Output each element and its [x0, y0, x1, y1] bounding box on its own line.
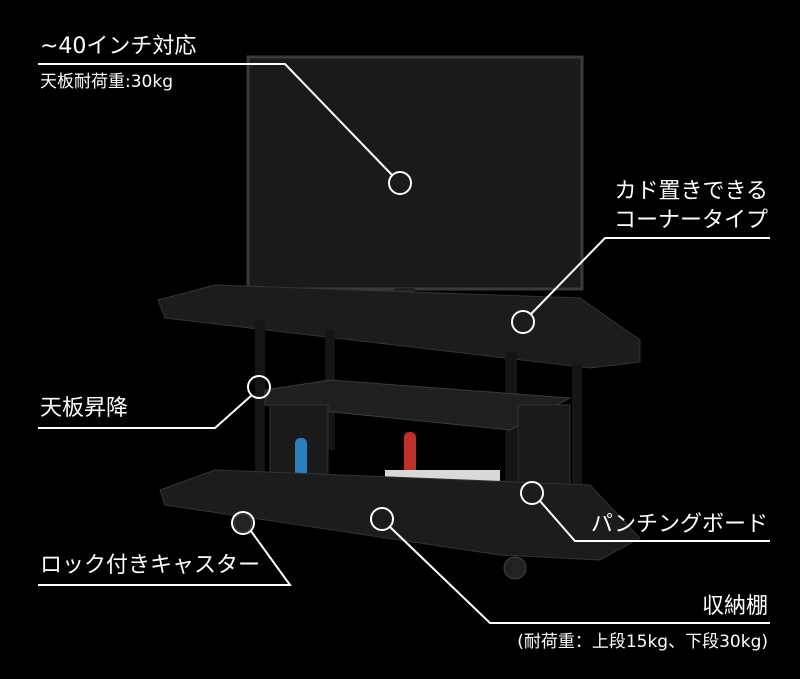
caster-label: ロック付きキャスター	[40, 553, 261, 578]
tv-screen	[246, 55, 584, 291]
top-load-label: 天板耐荷重:30kg	[40, 72, 173, 92]
lift-label: 天板昇降	[40, 396, 129, 421]
bottom-board	[159, 469, 641, 561]
caster	[503, 556, 527, 580]
top-board	[157, 284, 641, 369]
storage-label: 収納棚	[701, 594, 768, 619]
caster	[233, 513, 253, 533]
corner-label-line1: カド置きできる	[614, 179, 768, 204]
storage-load-label: (耐荷重：上段15kg、下段30kg)	[517, 632, 768, 652]
punching-board-label: パンチングボード	[590, 512, 768, 537]
corner-label-line2: コーナータイプ	[613, 208, 768, 233]
tv-size-label: ~40インチ対応	[40, 34, 197, 59]
